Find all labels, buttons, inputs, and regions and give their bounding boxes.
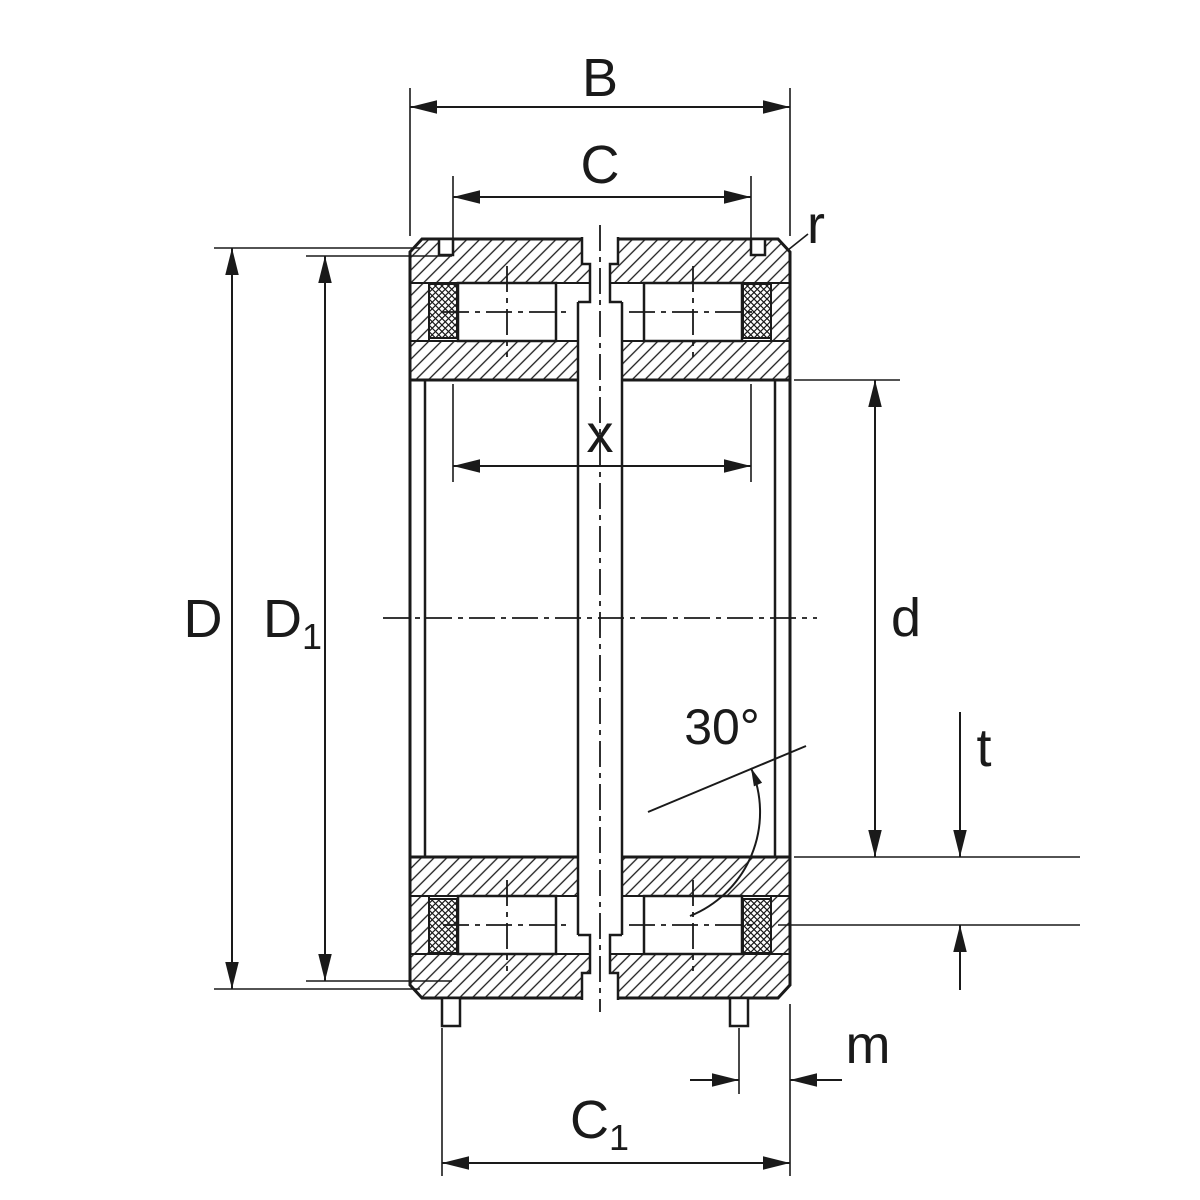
seal-bottom-left <box>428 898 458 954</box>
dim-label-m: m <box>846 1015 891 1075</box>
snap-ring-groove-left <box>437 237 455 257</box>
dimension-x: x <box>452 384 752 482</box>
ring-flange-top-left <box>409 282 430 342</box>
snap-ring-groove-right <box>749 237 767 257</box>
angle-arc-arrowhead <box>751 768 763 787</box>
angle-arc <box>689 767 762 917</box>
dim-label-C1: C1 <box>570 1090 629 1158</box>
tab-bottom-left <box>440 996 462 1028</box>
centerlines <box>383 225 817 1012</box>
dim-label-angle: 30° <box>684 699 760 755</box>
dimension-r: r <box>787 195 825 255</box>
dimension-D: D <box>184 247 420 990</box>
dimension-C1: C1 <box>441 1004 791 1176</box>
ring-flange-top-right <box>770 282 791 342</box>
dim-label-D1: D1 <box>263 589 322 657</box>
dim-label-C: C <box>581 135 620 195</box>
dimension-D1: D1 <box>263 255 452 982</box>
seal-top-right <box>742 283 772 339</box>
dimension-m: m <box>690 1015 890 1094</box>
dim-label-r: r <box>807 195 825 255</box>
dim-label-x: x <box>587 404 614 464</box>
seal-bottom-right <box>742 898 772 954</box>
ring-flange-bottom-left <box>409 895 430 955</box>
dimension-t: t <box>778 712 1080 990</box>
tab-bottom-right <box>728 996 750 1028</box>
dim-label-B: B <box>582 48 618 108</box>
angle-reference-line <box>647 745 807 813</box>
dim-label-d: d <box>891 588 921 648</box>
dimension-angle-30: 30° <box>647 699 807 917</box>
seal-top-left <box>428 283 458 339</box>
dimension-B: B <box>409 48 791 236</box>
dimension-C: C <box>452 135 752 238</box>
r-leader-line <box>787 233 809 251</box>
dim-label-D: D <box>184 589 223 649</box>
dim-label-t: t <box>976 718 991 778</box>
dimension-d: d <box>794 379 1080 858</box>
